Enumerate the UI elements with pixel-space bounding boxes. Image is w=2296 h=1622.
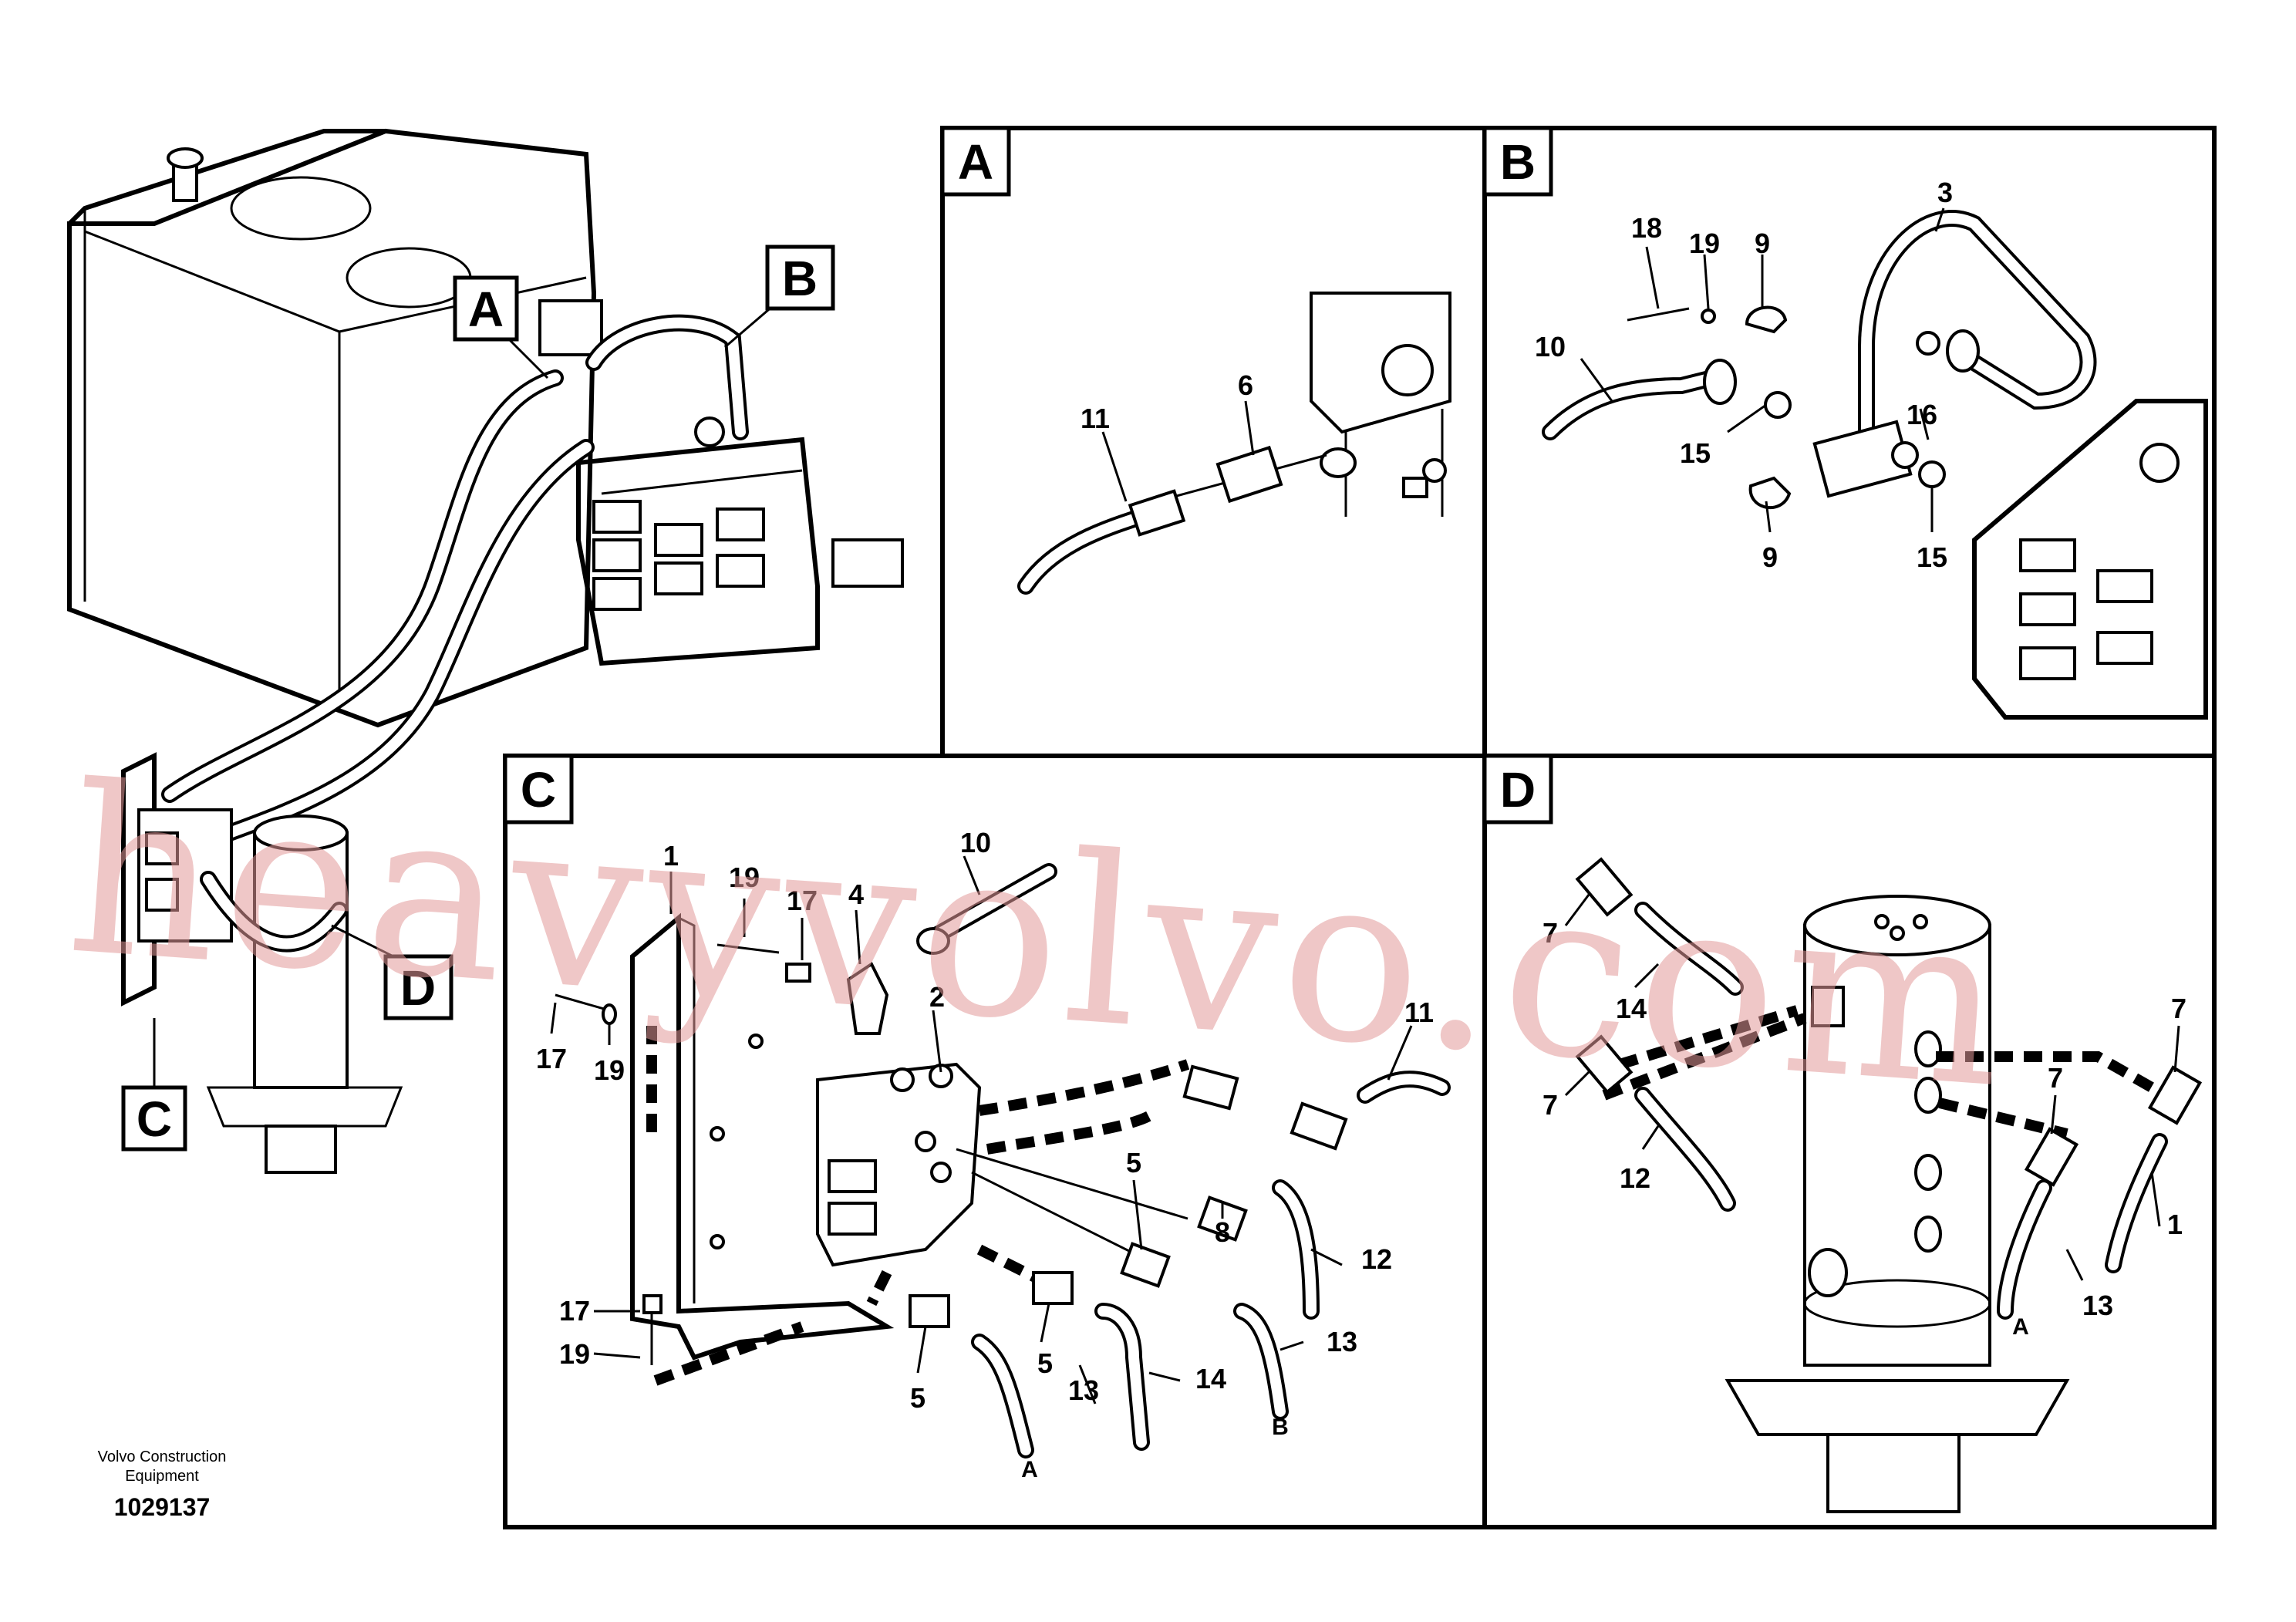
label-c-12: 12 bbox=[1361, 1243, 1392, 1275]
label-d-14: 14 bbox=[1616, 993, 1647, 1024]
label-c-5-b: 5 bbox=[910, 1382, 925, 1414]
label-b-9-top: 9 bbox=[1755, 228, 1770, 259]
label-b-15-right: 15 bbox=[1917, 541, 1947, 573]
label-b-18: 18 bbox=[1631, 212, 1662, 244]
label-c-13-a: 13 bbox=[1068, 1374, 1099, 1406]
callout-box-b[interactable]: B bbox=[765, 244, 835, 311]
diagram-number: 1029137 bbox=[114, 1493, 211, 1521]
label-c-17-bot: 17 bbox=[559, 1295, 590, 1327]
label-c-hose-a: A bbox=[1021, 1457, 1038, 1482]
label-c-17-mid: 17 bbox=[536, 1043, 567, 1074]
label-d-hose-a: A bbox=[2012, 1314, 2029, 1340]
label-a-6: 6 bbox=[1238, 369, 1253, 401]
callout-c-letter: C bbox=[137, 1091, 172, 1147]
company-name-line1: Volvo Construction bbox=[98, 1448, 227, 1465]
panel-d-letter: D bbox=[1500, 762, 1536, 818]
label-c-5-c: 5 bbox=[1037, 1347, 1053, 1379]
label-d-7-d: 7 bbox=[2048, 1062, 2063, 1094]
label-c-19-top: 19 bbox=[729, 862, 760, 893]
label-d-7-b: 7 bbox=[1542, 1089, 1558, 1121]
label-c-hose-b: B bbox=[1272, 1415, 1289, 1440]
label-b-3: 3 bbox=[1937, 177, 1953, 208]
watermark-text: heavyvolvo.com bbox=[61, 736, 2018, 1140]
label-b-16: 16 bbox=[1907, 399, 1937, 430]
detail-panel-d: D bbox=[1482, 754, 2217, 1529]
label-d-7-a: 7 bbox=[1542, 917, 1558, 949]
label-c-14: 14 bbox=[1195, 1363, 1226, 1394]
label-c-19-mid: 19 bbox=[594, 1054, 625, 1086]
label-c-11: 11 bbox=[1404, 996, 1434, 1028]
label-d-7-c: 7 bbox=[2171, 993, 2186, 1024]
callout-d-letter: D bbox=[400, 960, 436, 1016]
callout-box-a[interactable]: A bbox=[453, 275, 519, 342]
label-d-13: 13 bbox=[2082, 1290, 2113, 1321]
label-c-10: 10 bbox=[960, 827, 991, 858]
label-c-2: 2 bbox=[929, 981, 945, 1013]
label-b-15-left: 15 bbox=[1680, 437, 1711, 469]
label-b-19: 19 bbox=[1689, 228, 1720, 259]
footer: Volvo Construction Equipment 1029137 bbox=[98, 1448, 227, 1521]
detail-panel-b: B 18 19 bbox=[1482, 126, 2217, 758]
callout-box-c[interactable]: C bbox=[121, 1085, 187, 1152]
label-c-17-top: 17 bbox=[787, 885, 818, 916]
callout-box-d[interactable]: D bbox=[383, 954, 453, 1020]
callout-b-letter: B bbox=[782, 251, 818, 306]
detail-panel-c: C bbox=[503, 754, 1487, 1529]
label-b-9-bottom: 9 bbox=[1762, 541, 1778, 573]
label-b-10: 10 bbox=[1535, 331, 1566, 363]
label-c-5-a: 5 bbox=[1126, 1147, 1141, 1179]
label-c-19-bot: 19 bbox=[559, 1338, 590, 1370]
overview-drawing bbox=[67, 128, 904, 1174]
label-c-8: 8 bbox=[1215, 1216, 1230, 1248]
label-c-1: 1 bbox=[663, 840, 679, 872]
panel-c-letter: C bbox=[521, 762, 556, 818]
label-a-11: 11 bbox=[1081, 403, 1110, 434]
callout-a-letter: A bbox=[468, 282, 504, 337]
label-d-1x: 1 bbox=[2167, 1209, 2183, 1240]
panel-b-letter: B bbox=[1500, 134, 1536, 190]
label-c-4: 4 bbox=[848, 878, 864, 910]
panel-a-letter: A bbox=[958, 134, 993, 190]
label-c-13-b: 13 bbox=[1327, 1326, 1357, 1357]
detail-panel-a: A 11 6 bbox=[940, 126, 1487, 758]
label-d-12: 12 bbox=[1620, 1162, 1650, 1194]
company-name-line2: Equipment bbox=[125, 1468, 199, 1485]
